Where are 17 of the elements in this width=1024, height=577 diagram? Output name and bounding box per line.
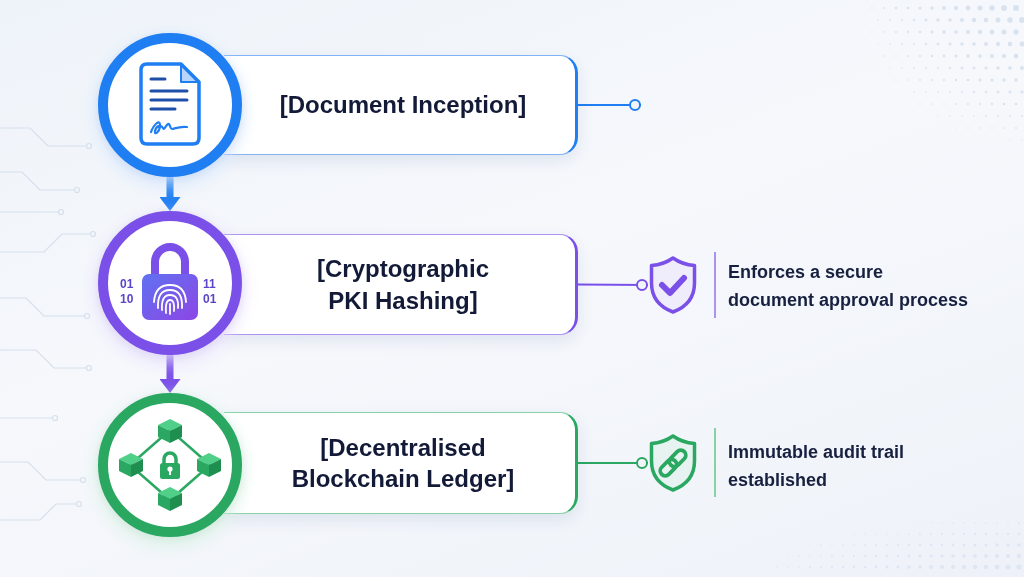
arrow	[159, 177, 181, 211]
callout-text: Immutable audit trail established	[728, 441, 906, 492]
step-card	[224, 412, 578, 514]
shield-check-icon	[648, 255, 698, 315]
shield-link-icon	[648, 433, 698, 493]
step-title: [Cryptographic PKI Hashing]	[316, 254, 490, 316]
dot-connector	[577, 278, 649, 291]
dot-connector	[577, 457, 649, 469]
callout-text: Enforces a secure document approval process	[728, 261, 970, 312]
dot-connector	[577, 99, 642, 111]
arrow	[159, 355, 181, 393]
step-title: [Document Inception]	[279, 90, 527, 121]
step-card	[224, 55, 578, 155]
step-title: [Decentralised Blockchain Ledger]	[290, 432, 516, 494]
binary-code: 11 01	[203, 277, 218, 307]
step-card	[224, 234, 578, 335]
binary-code: 01 10	[120, 277, 135, 307]
